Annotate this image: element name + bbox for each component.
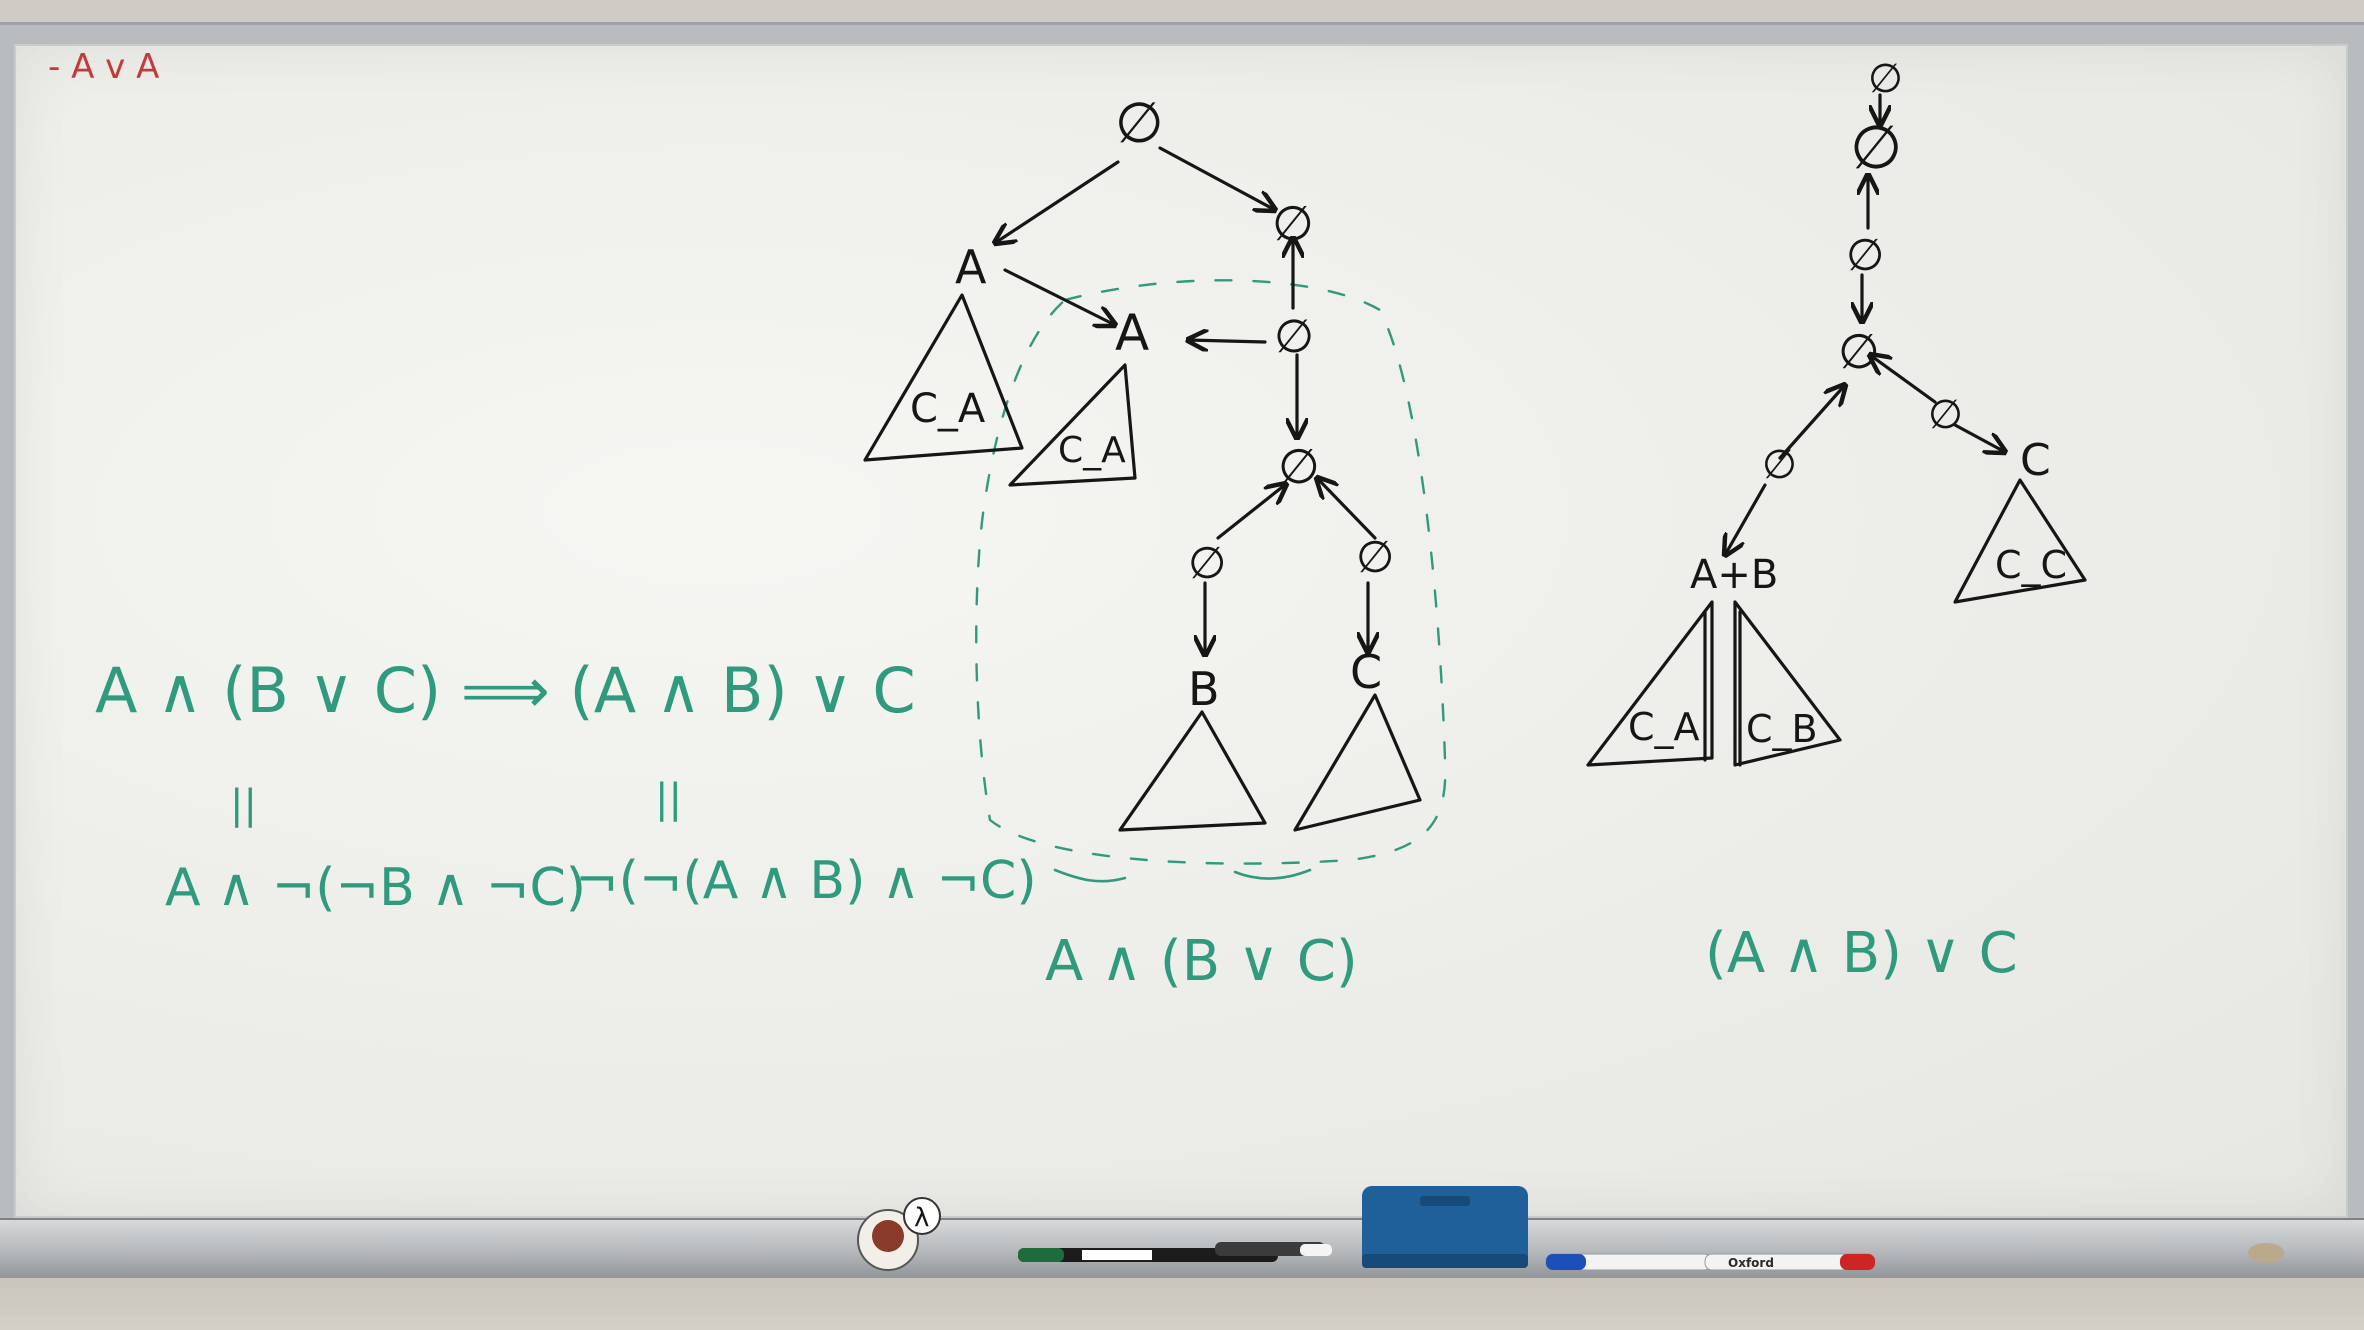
node-empty-mid: ∅ bbox=[1274, 309, 1314, 363]
formula-block: A ∧ (B ∨ C) ⟹ (A ∧ B) ∨ C || || A ∧ ¬(¬B… bbox=[95, 654, 1037, 918]
rewrite-right: ¬(¬(A ∧ B) ∧ ¬C) bbox=[575, 851, 1037, 911]
subtree-ca-right: C_A bbox=[1058, 430, 1126, 471]
floor-strip bbox=[0, 1278, 2364, 1330]
node-root: ∅ bbox=[1115, 91, 1164, 156]
tray-items: λ Oxford bbox=[857, 1186, 2284, 1271]
whiteboard-surface bbox=[14, 44, 2348, 1218]
node-a-shared: A bbox=[1115, 304, 1149, 362]
lambda-sticker: λ bbox=[857, 1197, 941, 1271]
rnode-branch: ∅ bbox=[1838, 324, 1880, 380]
subtree-ca-rtree: C_A bbox=[1628, 705, 1700, 749]
node-empty-b: ∅ bbox=[1188, 538, 1226, 589]
dark-marker[interactable] bbox=[1215, 1242, 1325, 1256]
rnode-c: C bbox=[2020, 435, 2051, 486]
rnode-mid: ∅ bbox=[1846, 230, 1884, 281]
equivalence-mark-left: || bbox=[230, 782, 257, 828]
corner-note: - A v A bbox=[48, 47, 159, 87]
node-b: B bbox=[1188, 662, 1220, 716]
subtree-ca-left: C_A bbox=[910, 386, 986, 432]
marker-brand: Oxford bbox=[1728, 1256, 1774, 1270]
caption-tree-right: (A ∧ B) ∨ C bbox=[1705, 921, 2018, 986]
sticker-lambda: λ bbox=[914, 1203, 929, 1233]
formula-main: A ∧ (B ∨ C) ⟹ (A ∧ B) ∨ C bbox=[95, 654, 916, 727]
eraser-crumb bbox=[2248, 1243, 2284, 1263]
tree-right: ∅ ∅ ∅ ∅ ∅ ∅ A+B C C_A C_B C_C (A ∧ B) ∨ … bbox=[1586, 56, 2087, 986]
rnode-right-edge: ∅ bbox=[1928, 392, 1963, 438]
caption-tree-left: A ∧ (B ∨ C) bbox=[1045, 929, 1358, 994]
blue-eraser[interactable] bbox=[1362, 1186, 1528, 1268]
node-a-top: A bbox=[955, 240, 987, 294]
rnode-top: ∅ bbox=[1868, 56, 1903, 102]
green-marker-cap[interactable] bbox=[1018, 1248, 1064, 1262]
enclosure-outline bbox=[975, 279, 1447, 865]
brace-left bbox=[1053, 868, 1127, 883]
node-empty-c: ∅ bbox=[1356, 532, 1394, 583]
node-empty-branch: ∅ bbox=[1278, 439, 1320, 495]
node-c: C bbox=[1350, 645, 1382, 699]
brace-right bbox=[1233, 868, 1312, 880]
node-empty-upper: ∅ bbox=[1272, 196, 1314, 252]
subtree-cb: C_B bbox=[1746, 707, 1818, 751]
rnode-big: ∅ bbox=[1850, 113, 1902, 183]
rnode-a-plus-b: A+B bbox=[1690, 552, 1778, 598]
subtree-cc: C_C bbox=[1995, 543, 2067, 587]
rnode-left-edge: ∅ bbox=[1762, 442, 1797, 488]
equivalence-mark-right: || bbox=[655, 776, 682, 822]
rewrite-left: A ∧ ¬(¬B ∧ ¬C) bbox=[165, 858, 586, 918]
tree-left: ∅ A ∅ A ∅ ∅ ∅ ∅ B C C_A C_A A ∧ (B ∨ C) bbox=[863, 91, 1447, 994]
